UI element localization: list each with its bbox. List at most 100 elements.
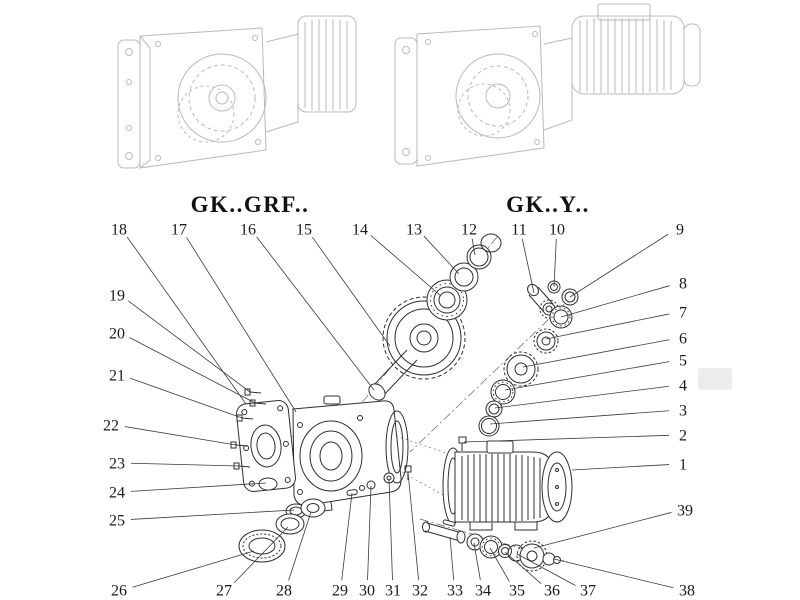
rear-flange — [117, 39, 141, 169]
bearing-ring — [275, 513, 305, 535]
output-bearing-stack — [426, 233, 502, 321]
callout-leader-12 — [471, 238, 476, 256]
output-shaft — [371, 349, 408, 388]
callout-leader-16 — [256, 236, 375, 391]
pinion-gear — [536, 331, 556, 351]
callout-number-28: 28 — [276, 583, 292, 600]
housing-bore — [299, 420, 363, 492]
callout-leader-19 — [128, 300, 251, 393]
callout-leader-6 — [522, 339, 670, 368]
callout-leader-25 — [130, 509, 295, 520]
callout-number-2: 2 — [679, 428, 687, 445]
callout-number-39: 39 — [677, 503, 693, 520]
callout-leader-14 — [370, 235, 442, 297]
callout-number-24: 24 — [109, 485, 125, 502]
callout-number-5: 5 — [679, 353, 687, 370]
callout-number-7: 7 — [679, 305, 687, 322]
callout-number-32: 32 — [412, 583, 428, 600]
terminal-box — [486, 440, 514, 454]
assembled-view-gk-y — [394, 3, 701, 167]
callout-number-34: 34 — [475, 583, 491, 600]
hidden-gear — [457, 83, 511, 137]
callout-leader-34 — [473, 542, 481, 581]
callout-number-29: 29 — [332, 583, 348, 600]
callout-leader-35 — [489, 547, 510, 582]
callout-leader-18 — [126, 236, 247, 405]
top-boss — [323, 395, 341, 405]
ring-gear — [238, 529, 286, 563]
callout-leader-28 — [288, 511, 312, 581]
callout-leader-26 — [132, 550, 255, 588]
callout-number-25: 25 — [109, 513, 125, 530]
gear-housing-body — [139, 27, 267, 169]
retaining-ring — [480, 233, 502, 253]
callout-number-33: 33 — [447, 583, 463, 600]
callout-leader-9 — [569, 233, 669, 298]
callout-number-4: 4 — [679, 378, 687, 395]
bearing-balls — [492, 381, 514, 403]
callout-number-23: 23 — [109, 456, 125, 473]
variant-label-gk-y: GK..Y.. — [506, 192, 590, 217]
fan-cover — [541, 451, 573, 523]
cooling-fins — [304, 19, 348, 111]
shaft — [426, 522, 463, 534]
callout-number-11: 11 — [511, 222, 526, 239]
motor-flange-face — [385, 410, 409, 484]
callout-leader-1 — [571, 464, 670, 471]
fan-cover — [683, 23, 701, 87]
callout-number-6: 6 — [679, 331, 687, 348]
output-flange-plate — [236, 400, 296, 492]
callout-leader-33 — [449, 536, 455, 581]
callout-leader-3 — [489, 410, 670, 425]
breather-plug — [458, 436, 467, 451]
drive-gear — [519, 543, 545, 569]
assembled-view-gk-grf — [117, 15, 357, 169]
callout-leader-36 — [504, 551, 542, 585]
output-bore — [455, 53, 541, 139]
intermediate-gear-teeth — [503, 351, 539, 387]
motor-foot — [469, 522, 493, 531]
callout-leader-38 — [553, 558, 674, 589]
output-bore — [177, 53, 267, 143]
washer-ring — [485, 400, 503, 418]
callout-leader-13 — [423, 235, 460, 275]
callout-leader-15 — [311, 236, 391, 347]
callout-leader-22 — [124, 426, 237, 446]
callout-number-36: 36 — [544, 583, 560, 600]
callout-leader-30 — [367, 485, 372, 581]
callout-leader-17 — [186, 237, 297, 413]
callout-leader-7 — [545, 313, 670, 340]
motor-adapter — [543, 37, 573, 131]
callout-number-10: 10 — [549, 222, 565, 239]
callout-number-19: 19 — [109, 288, 125, 305]
variant-label-gk-grf: GK..GRF.. — [191, 192, 310, 217]
callout-number-14: 14 — [352, 222, 368, 239]
motor-body — [571, 15, 685, 95]
callout-leader-29 — [341, 492, 353, 581]
bearing — [490, 379, 516, 405]
callout-leader-2 — [463, 434, 670, 443]
callout-number-37: 37 — [580, 583, 596, 600]
seal-ring — [258, 477, 278, 491]
bearing — [300, 498, 326, 518]
motor-fins — [579, 18, 672, 93]
input-adapter — [265, 33, 299, 133]
callout-leader-27 — [233, 526, 289, 584]
bearing-balls — [430, 283, 464, 317]
bearing-balls — [551, 307, 571, 327]
input-axis-line — [409, 295, 574, 453]
gear-housing — [292, 395, 409, 514]
shaft-key — [442, 519, 456, 527]
shaft-kit-axis-line — [419, 518, 569, 563]
housing-body — [292, 400, 402, 506]
ring-gear-teeth — [242, 533, 282, 559]
flange-bolts — [230, 388, 267, 470]
bearing-ring — [449, 262, 479, 292]
watermark-smudge — [698, 368, 732, 390]
callout-number-17: 17 — [171, 222, 187, 239]
callout-leader-23 — [130, 462, 240, 467]
callout-leader-11 — [521, 238, 535, 294]
